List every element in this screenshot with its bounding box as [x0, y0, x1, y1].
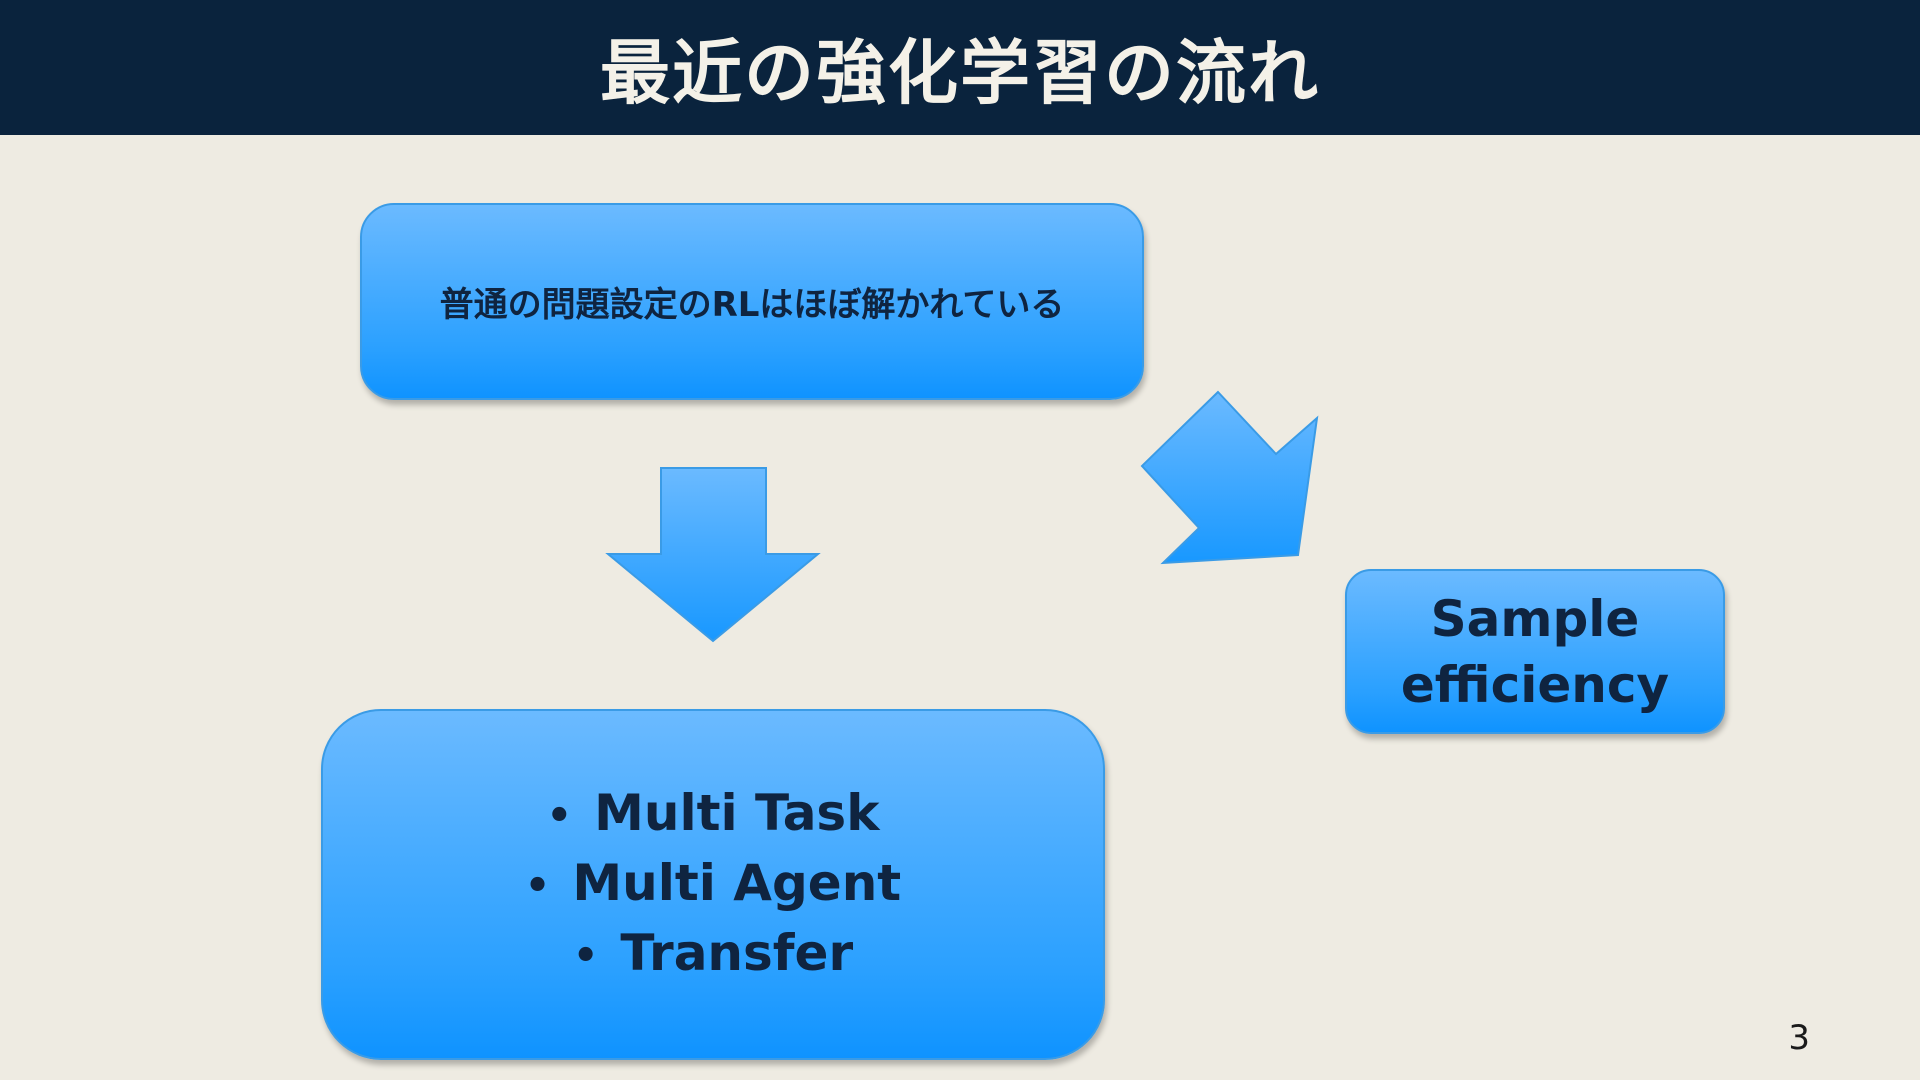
- list-item-label: Multi Task: [594, 783, 880, 842]
- list-item: • Transfer: [525, 920, 901, 990]
- title-bar: 最近の強化学習の流れ: [0, 0, 1920, 135]
- sample-efficiency-line-1: Sample: [1430, 589, 1640, 648]
- list-item: • Multi Task: [525, 780, 901, 850]
- bullet-icon: •: [572, 932, 599, 979]
- solved-rl-box: 普通の問題設定のRLはほぼ解かれている: [360, 203, 1144, 400]
- sample-efficiency-line-2: efficiency: [1400, 655, 1670, 714]
- list-item: • Multi Agent: [525, 850, 901, 920]
- diagonal-arrow-icon: [1140, 390, 1319, 565]
- page-number: 3: [1788, 1018, 1810, 1058]
- bullet-icon: •: [524, 862, 551, 909]
- list-item-label: Multi Agent: [572, 853, 902, 912]
- sample-efficiency-box: Sample efficiency: [1345, 569, 1725, 734]
- slide-title: 最近の強化学習の流れ: [600, 32, 1320, 114]
- solved-rl-text: 普通の問題設定のRLはほぼ解かれている: [439, 285, 1065, 325]
- down-arrow-icon: [605, 467, 821, 643]
- research-directions-list: • Multi Task • Multi Agent • Transfer: [525, 780, 901, 990]
- research-directions-box: • Multi Task • Multi Agent • Transfer: [321, 709, 1105, 1060]
- list-item-label: Transfer: [620, 923, 854, 982]
- bullet-icon: •: [546, 792, 573, 839]
